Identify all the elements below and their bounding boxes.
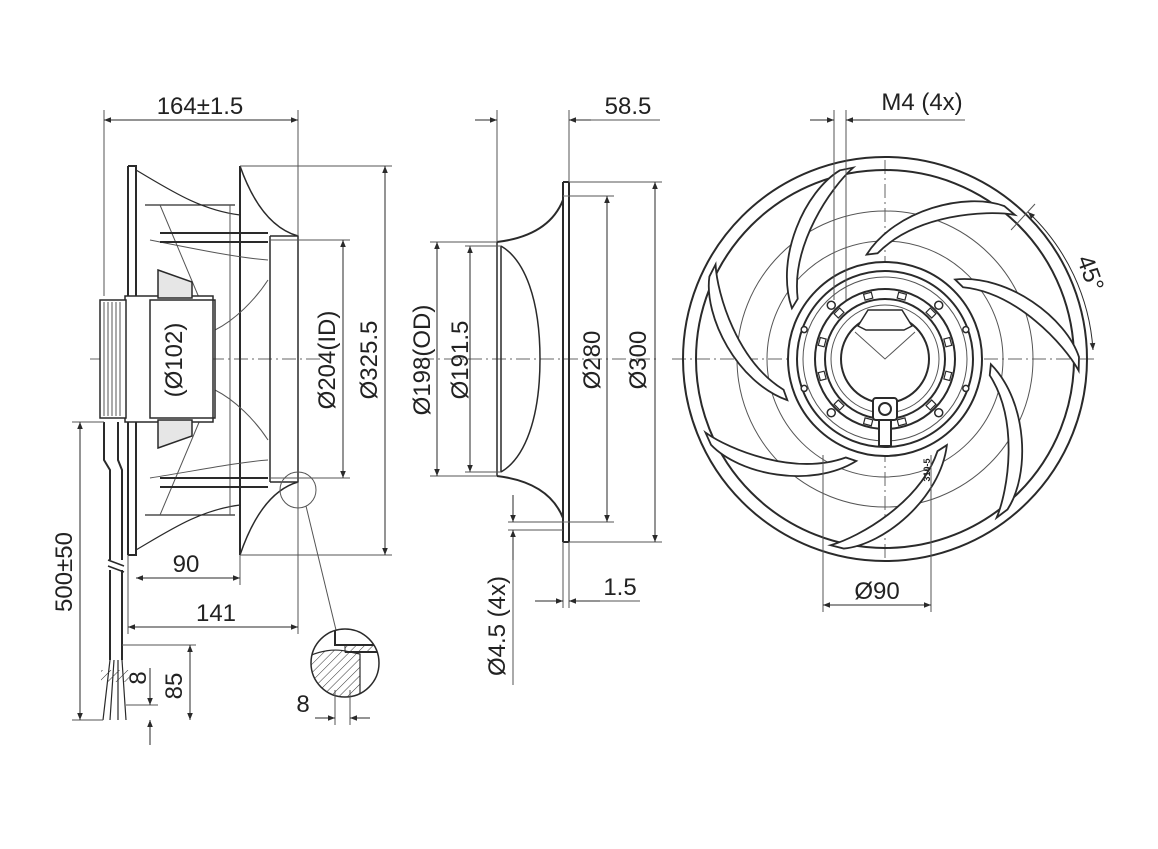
dim-width: 164±1.5: [157, 93, 244, 120]
rotor-notches: [817, 291, 953, 427]
impeller-blade: [988, 362, 1023, 521]
dim-nozzle-depth: 58.5: [605, 93, 652, 120]
cable-icon: [101, 422, 129, 721]
rotor-notch: [943, 336, 953, 348]
mounting-hole: [962, 325, 970, 334]
mounting-hole: [962, 384, 970, 393]
cable-gland-icon: [872, 397, 898, 447]
rotor-notch: [862, 417, 874, 427]
rotor-notch: [833, 399, 845, 411]
dim-bolt-circle: Ø280: [579, 331, 606, 390]
mounting-hole: [826, 407, 837, 418]
mounting-holes-icon: [800, 300, 970, 418]
dim-cable-length: 500±50: [51, 532, 78, 612]
detail-view: [310, 628, 380, 698]
impeller-blade: [707, 261, 789, 402]
dim-flange-thickness: 1.5: [603, 574, 636, 601]
side-view: 164±1.5 90 141 500±50 8 85 (Ø102) Ø204(I…: [51, 93, 392, 745]
mounting-hole: [826, 300, 837, 311]
impeller-blade: [703, 429, 859, 477]
hub-label: 310-5: [922, 458, 932, 481]
dim-nozzle-inner: Ø191.5: [447, 321, 474, 400]
rotor-notch: [833, 307, 845, 319]
dim-motor-length: 141: [196, 600, 236, 627]
rotor-notch: [862, 291, 874, 301]
dim-hub-diameter: (Ø102): [161, 323, 188, 398]
dim-hub-bolt-circle: Ø90: [854, 578, 899, 605]
impeller-blade: [786, 166, 857, 311]
impeller-blade: [864, 200, 1018, 256]
dim-shroud-depth: 90: [173, 551, 200, 578]
dim-holes: Ø4.5 (4x): [484, 576, 511, 676]
dim-angle: 45°: [1071, 252, 1109, 295]
dim-thread: M4 (4x): [881, 89, 962, 116]
rotor-notch: [925, 399, 937, 411]
dim-lead-strip: 8: [125, 671, 152, 684]
mounting-hole: [800, 325, 808, 334]
impeller-blade: [827, 443, 948, 550]
rotor-notch: [817, 336, 827, 348]
mounting-hole: [933, 407, 944, 418]
dim-lead-length: 85: [161, 673, 188, 700]
mounting-hole: [933, 300, 944, 311]
rotor-notch: [925, 307, 937, 319]
dim-nozzle-od: Ø198(OD): [409, 305, 436, 416]
rotor-notch: [943, 370, 953, 382]
dim-flange: Ø300: [625, 331, 652, 390]
mounting-hole: [800, 384, 808, 393]
rotor-notch: [896, 291, 908, 301]
dim-outer-diameter: Ø325.5: [356, 321, 383, 400]
front-view: 310-5 M4 (4x) 45° Ø90: [672, 89, 1109, 612]
rotor-notch: [817, 370, 827, 382]
rotor-notch: [896, 417, 908, 427]
dim-inlet-id: Ø204(ID): [314, 311, 341, 410]
dim-detail: 8: [296, 691, 309, 718]
nozzle-view: 58.5 Ø198(OD) Ø191.5 Ø280 Ø300 Ø4.5 (4x): [409, 93, 662, 685]
rotor-fins-icon: [99, 299, 127, 419]
